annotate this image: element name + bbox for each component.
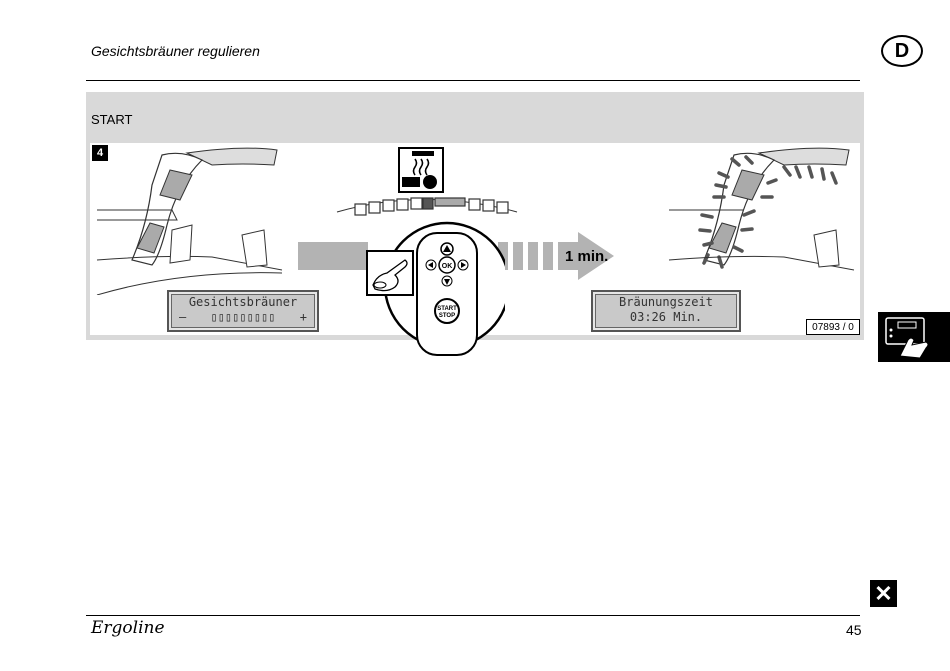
page-title: Gesichtsbräuner regulieren bbox=[91, 43, 260, 59]
duration-label: 1 min. bbox=[565, 248, 609, 265]
footer-divider bbox=[86, 615, 860, 616]
solarium-right-illustration bbox=[668, 147, 855, 271]
lcd-display-face-tanner: Gesichtsbräuner – ▯▯▯▯▯▯▯▯▯ + bbox=[167, 290, 319, 332]
remote-control-icon: OK START STOP bbox=[366, 221, 505, 356]
header-divider bbox=[86, 80, 860, 81]
face-tanner-icon bbox=[398, 147, 444, 193]
ok-button-label: OK bbox=[442, 263, 453, 270]
page-number: 45 bbox=[846, 622, 862, 638]
chapter-tab[interactable] bbox=[878, 312, 950, 362]
indicator-segment-bar bbox=[336, 197, 518, 216]
svg-text:START: START bbox=[437, 306, 457, 312]
lcd-right-line2: 03:26 Min. bbox=[629, 310, 703, 324]
lcd-level-bar: ▯▯▯▯▯▯▯▯▯ bbox=[210, 310, 276, 324]
lcd-right-line1: Bräunungszeit bbox=[619, 295, 713, 309]
close-icon[interactable]: ✕ bbox=[870, 580, 897, 607]
lcd-display-tanning-time: Bräunungszeit 03:26 Min. bbox=[591, 290, 741, 332]
section-label: START bbox=[91, 112, 133, 127]
language-badge: D bbox=[881, 35, 923, 67]
brand-logo: Ergoline bbox=[91, 618, 165, 638]
lcd-left-line1: Gesichtsbräuner bbox=[188, 295, 298, 309]
lcd-minus-button[interactable]: – bbox=[179, 310, 187, 324]
figure-reference-code: 07893 / 0 bbox=[806, 319, 860, 335]
step-number: 4 bbox=[92, 145, 108, 161]
svg-text:STOP: STOP bbox=[439, 313, 455, 319]
solarium-left-illustration bbox=[96, 147, 283, 295]
hand-press-icon bbox=[885, 317, 929, 359]
lcd-plus-button[interactable]: + bbox=[299, 310, 307, 324]
